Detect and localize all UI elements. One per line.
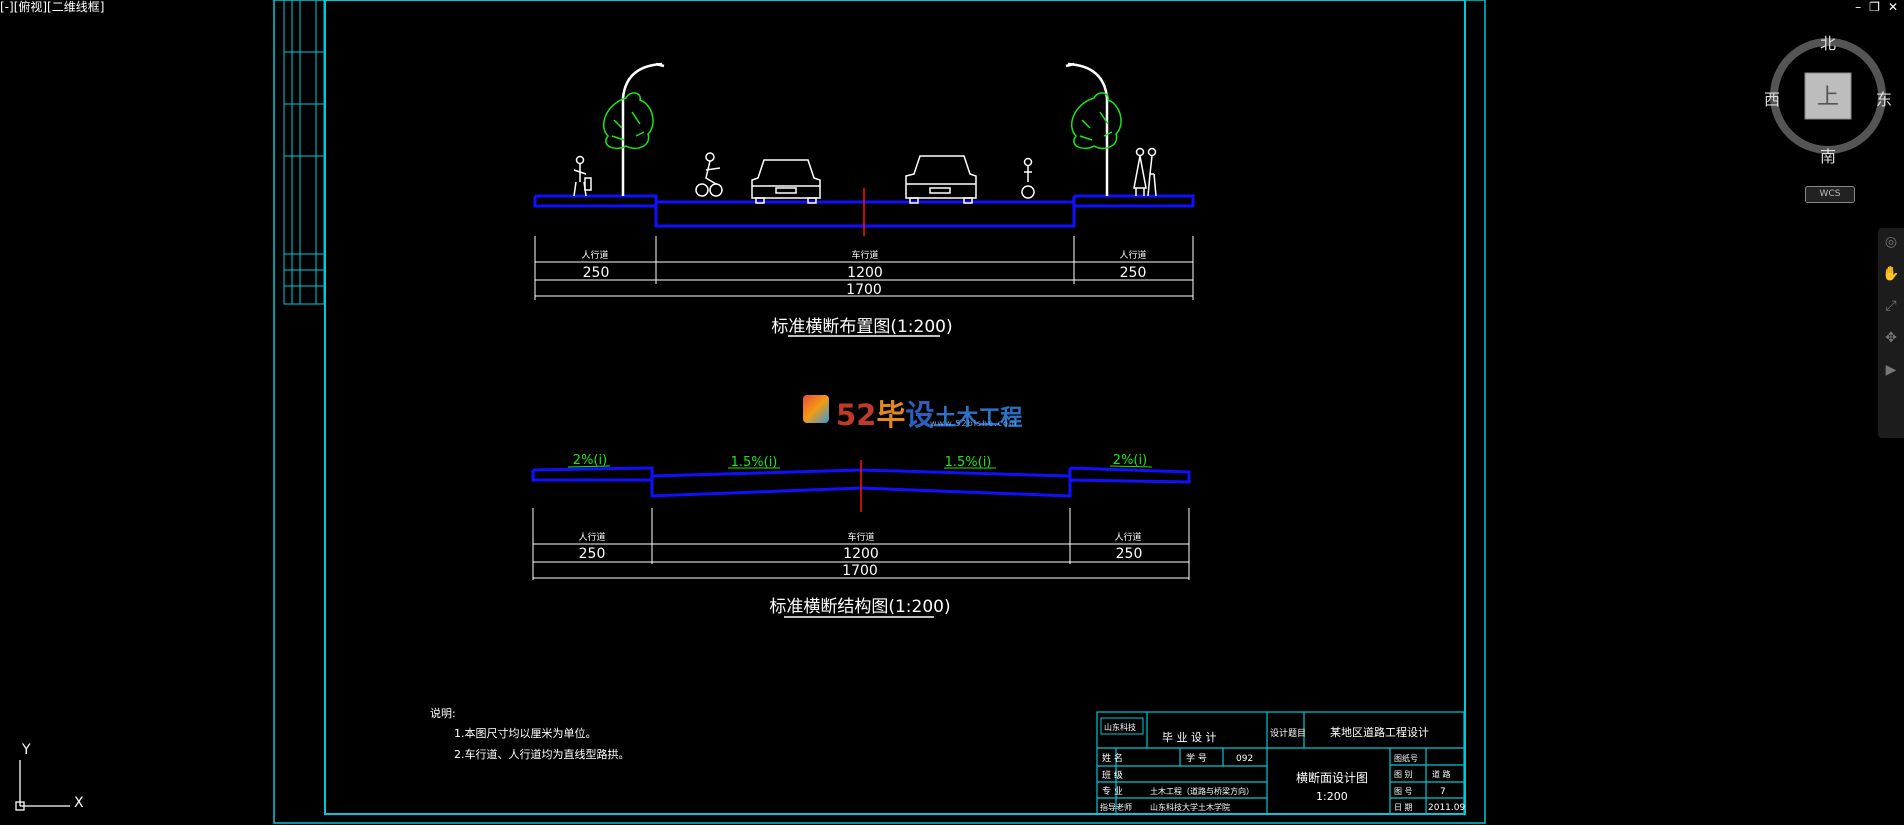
s2-title: 标准横断结构图(1:200) [769,597,950,617]
tb-drawing-name: 横断面设计图 [1296,770,1368,785]
s1-title: 标准横断布置图(1:200) [771,317,952,337]
tree-left [603,92,654,150]
viewport-controls-label[interactable]: [-][俯视][二维线框] [0,0,105,14]
tb-project-type: 毕 业 设 计 [1162,731,1217,744]
tb-date-label: 日 期 [1394,803,1413,812]
showmotion-icon[interactable]: ▶ [1885,362,1897,378]
s2-dim-total: 1700 [842,563,878,579]
orbit-icon[interactable]: ✥ [1885,330,1897,346]
ucs-icon [15,760,70,811]
pedestrian-left [573,155,592,197]
pan-icon[interactable]: ✋ [1882,266,1900,282]
watermark-d: 土木工程 [934,406,1023,431]
close-button[interactable]: ✕ [1887,0,1898,14]
viewcube-south[interactable]: 南 [1820,147,1836,166]
tb-major-label: 专 业 [1102,785,1123,797]
watermark-a: 52 [836,398,877,432]
s2-slope-left: 2%(i) [573,453,607,468]
tb-major-value: 土木工程（道路与桥梁方向） [1150,786,1254,796]
notes-line2: 2.车行道、人行道均为直线型路拱。 [454,747,630,761]
tb-college-label: 指导老师 [1100,802,1132,812]
s1-label-right: 人行道 [1119,249,1146,261]
s1-label-mid: 车行道 [851,249,878,261]
s1-label-left: 人行道 [581,249,608,261]
watermark-b: 毕 [876,398,906,432]
pedestrians-right [1133,147,1157,197]
school-logo-mark [1100,717,1144,735]
steering-wheel-icon[interactable]: ◎ [1884,234,1898,250]
viewcube-west[interactable]: 西 [1764,90,1780,109]
title-block [1096,711,1465,815]
notes-line1: 1.本图尺寸均以厘米为单位。 [454,726,597,740]
tb-college-value: 山东科技大学土木学院 [1150,802,1230,812]
s2-slope-midright: 1.5%(i) [945,455,992,470]
cyclist-right [1021,157,1035,199]
window-controls: – ❐ ✕ [1855,0,1898,14]
tb-subject: 某地区道路工程设计 [1330,725,1429,739]
s2-dim-left: 250 [579,546,606,562]
s2-dim-mid: 1200 [843,546,879,562]
tree-right [1071,92,1122,150]
street-lamp-right [1065,62,1109,196]
ucs-y-label: Y [21,742,31,758]
viewcube-top[interactable]: 上 [1817,85,1839,110]
tb-page-value: 7 [1440,787,1446,797]
street-lamp-left [621,62,665,196]
cyclist-left [695,152,723,197]
tb-id-value: 092 [1236,754,1253,764]
tb-sheet-label: 图纸号 [1394,753,1418,763]
restore-button[interactable]: ❐ [1869,0,1880,14]
sheet-inner-frame [324,0,1466,815]
car-right [905,155,977,204]
s2-label-mid: 车行道 [847,531,874,543]
tb-school-logo: 山东科技 [1104,722,1136,732]
sheet-outer-frame [273,0,1486,824]
zoom-extents-icon[interactable]: ⤢ [1885,298,1897,314]
watermark: 52毕设土木工程 [800,392,1022,434]
ucs-x-label: X [74,795,84,811]
tb-review-label: 图 别 [1394,770,1413,779]
navigation-bar: ◎ ✋ ⤢ ✥ ▶ [1878,228,1904,438]
viewcube-north[interactable]: 北 [1820,34,1836,53]
s2-slope-marks [567,465,1153,469]
watermark-logo-icon [803,395,829,423]
viewcube[interactable] [1770,38,1886,154]
tb-class-label: 班 级 [1102,769,1123,781]
section2-dimensions [532,508,1190,618]
s2-label-right: 人行道 [1114,531,1141,543]
binding-strip [283,0,325,305]
watermark-c: 设 [905,398,935,432]
tb-id-label: 学 号 [1186,752,1207,764]
s2-slope-midleft: 1.5%(i) [731,455,778,470]
car-left [751,159,821,204]
s2-dim-right: 250 [1116,546,1143,562]
section1-road-profile [533,188,1195,236]
tb-drawing-scale: 1:200 [1316,790,1348,803]
s2-label-left: 人行道 [578,531,605,543]
wcs-menu[interactable]: WCS [1805,186,1855,203]
s1-dim-total: 1700 [846,282,882,298]
watermark-url: www.52bishe.com [930,419,1018,428]
s2-slope-right: 2%(i) [1113,453,1147,468]
section1-dimensions [534,236,1194,337]
tb-page-label: 图 号 [1394,787,1413,796]
notes-heading: 说明: [430,706,456,720]
tb-date-value: 2011.09 [1428,803,1465,813]
s1-dim-left: 250 [583,265,610,281]
s1-dim-mid: 1200 [847,265,883,281]
minimize-button[interactable]: – [1855,0,1862,14]
s1-dim-right: 250 [1120,265,1147,281]
tb-review-value: 道 路 [1432,769,1451,779]
tb-name-label: 姓 名 [1102,752,1123,764]
viewcube-east[interactable]: 东 [1876,90,1892,109]
tb-subject-label: 设计题目 [1270,727,1306,739]
